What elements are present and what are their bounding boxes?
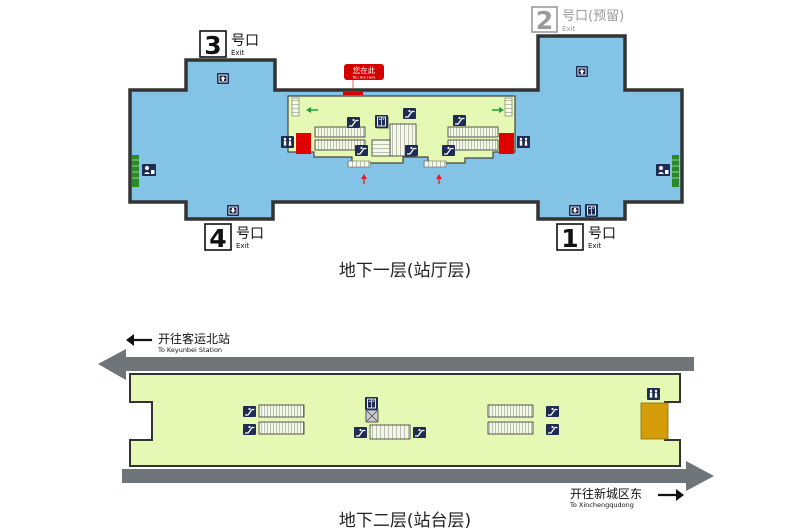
concourse-caption: 地下一层(站厅层) xyxy=(339,261,471,281)
direction-west-en: To Keyunbei Station xyxy=(157,346,222,354)
exit-1-number: 1 xyxy=(561,224,578,253)
track-westbound xyxy=(98,349,694,380)
restroom-icon xyxy=(517,136,530,148)
exit-2-number: 2 xyxy=(536,6,553,35)
exit-4-text: 号口 xyxy=(236,226,264,242)
restroom-icon xyxy=(281,136,294,148)
escalator-icon xyxy=(353,426,368,439)
island-platform xyxy=(129,373,681,467)
east-side-facility xyxy=(672,155,679,187)
you-are-here-marker: 您在此 You Are Here xyxy=(343,64,384,95)
west-side-facility xyxy=(132,155,139,187)
escalator-icon xyxy=(441,144,456,157)
escalator-icon xyxy=(412,426,427,439)
up-arrow-icon xyxy=(575,65,589,78)
escalator-icon xyxy=(242,405,257,418)
customer-service-icon xyxy=(142,164,156,176)
platform-elevator xyxy=(365,409,379,423)
escalator-icon xyxy=(545,423,560,436)
down-arrow-icon xyxy=(226,204,240,217)
customer-service-icon xyxy=(656,164,670,176)
escalator-icon xyxy=(354,144,369,157)
red-arrow-up-icon xyxy=(436,174,442,184)
exit-1-label: 1 号口 Exit xyxy=(556,223,616,253)
fare-gates-north-left xyxy=(291,97,300,117)
escalator-icon xyxy=(404,144,419,157)
exit-1-text: 号口 xyxy=(588,226,616,242)
direction-west: 开往客运北站 To Keyunbei Station xyxy=(126,331,230,354)
elevator-icon xyxy=(374,114,389,129)
fare-gates-south-left xyxy=(347,160,371,168)
exit-1-sub: Exit xyxy=(588,242,602,250)
you-are-here-cn: 您在此 xyxy=(353,65,376,75)
arrow-left-icon xyxy=(126,334,152,346)
exit-3-text: 号口 xyxy=(231,33,259,49)
exit-4-number: 4 xyxy=(209,224,226,253)
escalator-icon xyxy=(346,116,361,129)
elevator-icon xyxy=(364,396,379,411)
exit-2-text: 号口(预留) xyxy=(562,9,624,24)
you-are-here-en: You Are Here xyxy=(352,76,376,80)
arrow-right-icon xyxy=(658,489,684,501)
up-arrow-icon xyxy=(216,72,230,85)
down-arrow-icon xyxy=(568,204,582,217)
ticket-machine-left xyxy=(296,133,311,154)
exit-3-label: 3 号口 Exit xyxy=(199,30,259,60)
platform-caption: 地下二层(站台层) xyxy=(339,511,471,529)
red-arrow-up-icon xyxy=(361,174,367,184)
direction-east-en: To Xinchengqudong xyxy=(569,501,634,509)
escalator-icon xyxy=(402,107,417,120)
track-eastbound xyxy=(122,461,714,491)
green-arrow-right-icon xyxy=(492,107,504,113)
concourse-central-stairs-side xyxy=(371,139,391,157)
fare-gates-north-right xyxy=(504,97,513,117)
direction-east-cn: 开往新城区东 xyxy=(570,486,642,501)
platform-escalators-right xyxy=(487,404,534,435)
exit-4-label: 4 号口 Exit xyxy=(204,223,264,253)
platform-end-room xyxy=(640,402,669,440)
ticket-machine-right xyxy=(499,133,514,154)
exit-2-sub: Exit xyxy=(562,25,576,33)
platform-escalators-left xyxy=(258,404,305,435)
exit-4-sub: Exit xyxy=(236,242,250,250)
green-arrow-left-icon xyxy=(306,107,318,113)
direction-east: 开往新城区东 To Xinchengqudong xyxy=(569,486,684,509)
direction-west-cn: 开往客运北站 xyxy=(158,331,230,346)
platform-central-stairs xyxy=(369,424,411,440)
exit-3-number: 3 xyxy=(204,31,221,60)
exit-3-sub: Exit xyxy=(231,49,245,57)
escalator-icon xyxy=(545,405,560,418)
restroom-icon xyxy=(647,388,660,400)
exit-2-label: 2 号口(预留) Exit xyxy=(531,6,624,35)
escalator-icon xyxy=(242,423,257,436)
fare-gates-south-right xyxy=(423,160,447,168)
platform-level: 开往客运北站 To Keyunbei Station 开往新城区东 To Xin… xyxy=(98,331,714,529)
elevator-icon xyxy=(584,203,599,218)
escalator-icon xyxy=(452,114,467,127)
concourse-level: 您在此 You Are Here 3 号口 Exit 2 号口(预留) Exit… xyxy=(128,6,684,281)
